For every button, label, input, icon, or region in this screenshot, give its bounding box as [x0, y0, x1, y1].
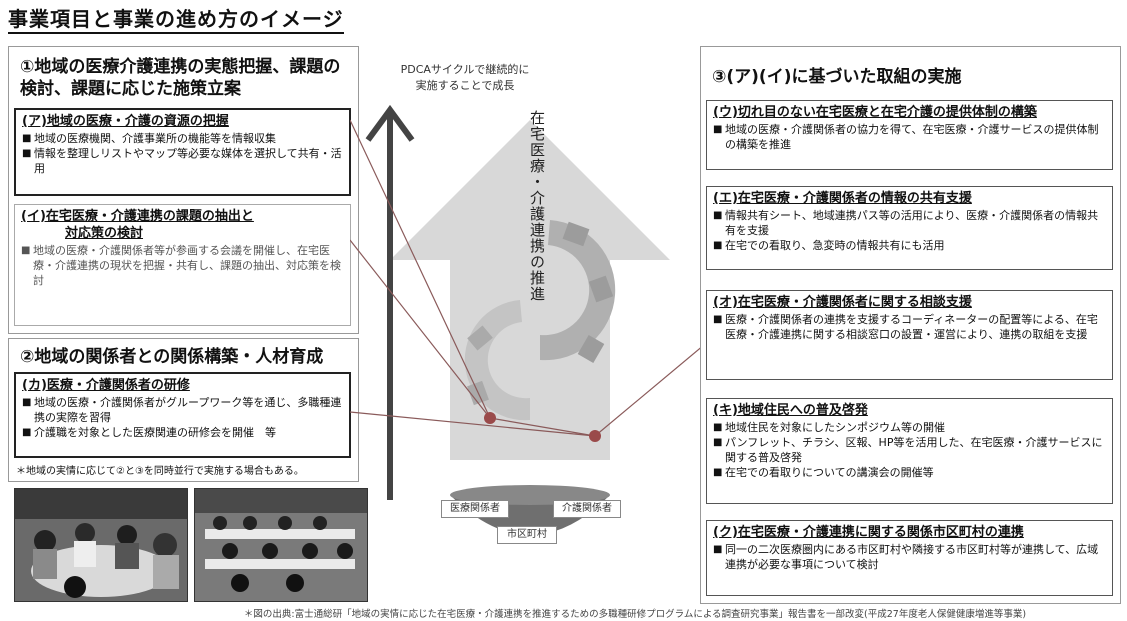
box-ku-title: (ク)在宅医療・介護連携に関する関係市区町村の連携 [713, 525, 1024, 540]
box-i-title: (イ)在宅医療・介護連携の課題の抽出と 対応策の検討 [21, 208, 344, 242]
list-item: 地域の医療・介護関係者等が参画する会議を開催し、在宅医療・介護連携の現状を把握・… [21, 243, 344, 288]
workshop-photo-2-image [195, 489, 367, 601]
box-i-title-line1: (イ)在宅医療・介護連携の課題の抽出と [21, 209, 254, 224]
node-medical: 医療関係者 [441, 500, 509, 518]
box-i-title-line2: 対応策の検討 [65, 226, 144, 241]
workshop-photo-2 [194, 488, 368, 602]
pdca-line2: 実施することで成長 [415, 79, 515, 92]
workshop-photo-1 [14, 488, 188, 602]
growth-arrow-head [365, 104, 415, 142]
box-a-resources: (ア)地域の医療・介護の資源の把握 地域の医療機関、介護事業所の機能等を情報収集… [14, 108, 351, 196]
source-footnote: ＊図の出典:富士通総研「地域の実情に応じた在宅医療・介護連携を推進するための多職… [243, 609, 1027, 620]
list-item: 在宅での看取りについての講演会の開催等 [713, 465, 1106, 480]
node-city: 市区町村 [497, 526, 557, 544]
box-u-title: (ウ)切れ目のない在宅医療と在宅介護の提供体制の構築 [713, 105, 1037, 120]
workshop-photo-1-image [15, 489, 187, 601]
list-item: 地域の医療・介護関係者の協力を得て、在宅医療・介護サービスの提供体制の構築を推進 [713, 122, 1106, 152]
section1-title: ①地域の医療介護連携の実態把握、課題の検討、課題に応じた施策立案 [20, 57, 341, 99]
list-item: 同一の二次医療圏内にある市区町村や隣接する市区町村等が連携して、広域連携が必要な… [713, 542, 1106, 572]
pdca-caption: PDCAサイクルで継続的に 実施することで成長 [380, 62, 550, 94]
list-item: 地域の医療機関、介護事業所の機能等を情報収集 [22, 131, 343, 146]
box-ka-training: (カ)医療・介護関係者の研修 地域の医療・介護関係者がグループワーク等を通じ、多… [14, 372, 351, 458]
gear-icon [464, 220, 616, 421]
list-item: 情報を整理しリストやマップ等必要な媒体を選択して共有・活用 [22, 146, 343, 176]
node-care: 介護関係者 [553, 500, 621, 518]
list-item: 介護職を対象とした医療関連の研修会を開催 等 [22, 425, 343, 440]
page-title: 事業項目と事業の進め方のイメージ [8, 6, 344, 34]
list-item: 地域の医療・介護関係者がグループワーク等を通じ、多職種連携の実際を習得 [22, 395, 343, 425]
connector-lines [350, 119, 710, 437]
node-dot-right [589, 430, 601, 442]
box-e-info-sharing: (エ)在宅医療・介護関係者の情報の共有支援 情報共有シート、地域連携パス等の活用… [706, 186, 1113, 270]
big-up-arrow [390, 120, 670, 460]
box-ki-awareness: (キ)地域住民への普及啓発 地域住民を対象にしたシンポジウム等の開催 パンフレッ… [706, 398, 1113, 504]
parallel-note: ＊地域の実情に応じて②と③を同時並行で実施する場合もある。 [16, 466, 304, 477]
box-a-title: (ア)地域の医療・介護の資源の把握 [22, 114, 229, 129]
list-item: パンフレット、チラシ、区報、HP等を活用した、在宅医療・介護サービスに関する普及… [713, 435, 1106, 465]
box-o-title: (オ)在宅医療・介護関係者に関する相談支援 [713, 295, 972, 310]
box-u-system: (ウ)切れ目のない在宅医療と在宅介護の提供体制の構築 地域の医療・介護関係者の協… [706, 100, 1113, 170]
section3-title: ③(ア)(イ)に基づいた取組の実施 [712, 67, 962, 87]
list-item: 在宅での看取り、急変時の情報共有にも活用 [713, 238, 1106, 253]
list-item: 地域住民を対象にしたシンポジウム等の開催 [713, 420, 1106, 435]
box-ki-title: (キ)地域住民への普及啓発 [713, 403, 868, 418]
box-ku-municipal: (ク)在宅医療・介護連携に関する関係市区町村の連携 同一の二次医療圏内にある市区… [706, 520, 1113, 596]
list-item: 医療・介護関係者の連携を支援するコーディネーターの配置等による、在宅医療・介護連… [713, 312, 1106, 342]
box-o-consultation: (オ)在宅医療・介護関係者に関する相談支援 医療・介護関係者の連携を支援するコー… [706, 290, 1113, 380]
list-item: 情報共有シート、地域連携パス等の活用により、医療・介護関係者の情報共有を支援 [713, 208, 1106, 238]
pdca-line1: PDCAサイクルで継続的に [400, 63, 530, 76]
box-i-issues: (イ)在宅医療・介護連携の課題の抽出と 対応策の検討 地域の医療・介護関係者等が… [14, 204, 351, 326]
box-ka-title: (カ)医療・介護関係者の研修 [22, 378, 190, 393]
box-e-title: (エ)在宅医療・介護関係者の情報の共有支援 [713, 191, 972, 206]
section2-title: ②地域の関係者との関係構築・人材育成 [20, 347, 324, 367]
node-dot-left [484, 412, 496, 424]
vertical-promotion-text: 在宅医療・介護連携の推進 [528, 110, 546, 302]
